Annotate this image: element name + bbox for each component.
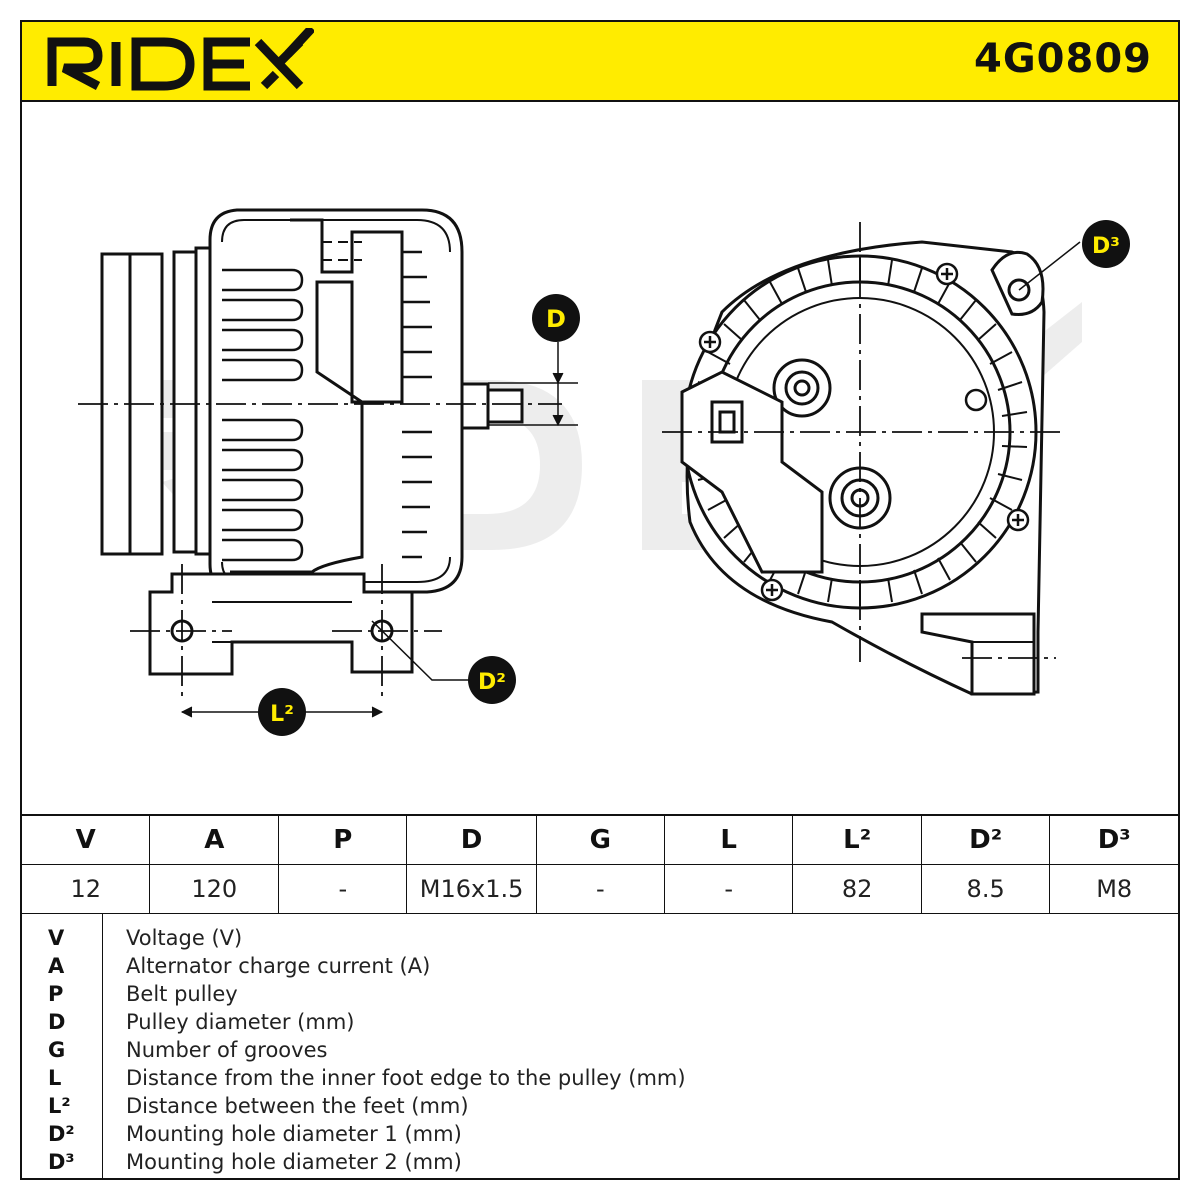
spec-header: P [278,814,408,865]
spec-table: V A P D G L L² D² D³ 12 120 - M16x1.5 - … [22,814,1178,914]
spec-header-row: V A P D G L L² D² D³ [22,814,1178,865]
legend-item: P Belt pulley [22,982,1178,1010]
alternator-drawing: D L² D² D³ [78,208,1130,736]
ridex-logo [47,28,314,91]
legend-key: D [48,1010,66,1034]
legend-desc: Belt pulley [126,982,238,1006]
legend: V Voltage (V) A Alternator charge curren… [22,914,1178,1180]
front-view [662,222,1081,696]
legend-desc: Voltage (V) [126,926,243,950]
legend-desc: Mounting hole diameter 2 (mm) [126,1150,462,1174]
spec-value: 120 [149,864,280,914]
spec-value: 82 [792,864,922,914]
spec-header: V [22,814,151,865]
legend-key: D² [48,1122,75,1146]
badge-d: D [532,294,580,342]
legend-key: G [48,1038,66,1062]
legend-key: L [48,1066,62,1090]
product-sheet: 4G0809 [20,20,1180,1180]
legend-key: A [48,954,65,978]
legend-desc: Alternator charge current (A) [126,954,431,978]
legend-item: L² Distance between the feet (mm) [22,1094,1178,1122]
legend-item: G Number of grooves [22,1038,1178,1066]
badge-d3: D³ [1082,220,1130,268]
legend-key: V [48,926,65,950]
legend-key: D³ [48,1150,75,1174]
spec-header: D [406,814,537,865]
spec-value: M16x1.5 [406,864,537,914]
svg-text:D³: D³ [1092,234,1120,259]
spec-value: M8 [1049,864,1178,914]
svg-text:D²: D² [478,670,506,695]
legend-divider [102,914,103,1180]
legend-item: V Voltage (V) [22,926,1178,954]
legend-key: L² [48,1094,71,1118]
spec-header: G [535,814,666,865]
spec-header: L [664,814,794,865]
spec-value-row: 12 120 - M16x1.5 - - 82 8.5 M8 [22,864,1178,914]
legend-desc: Distance from the inner foot edge to the… [126,1066,686,1090]
legend-desc: Pulley diameter (mm) [126,1010,355,1034]
svg-text:L²: L² [270,702,294,727]
badge-d2: D² [468,656,516,704]
spec-header: D² [920,814,1051,865]
spec-value: 8.5 [920,864,1051,914]
legend-item: D Pulley diameter (mm) [22,1010,1178,1038]
legend-item: A Alternator charge current (A) [22,954,1178,982]
spec-value: - [664,864,794,914]
legend-key: P [48,982,64,1006]
spec-header: L² [792,814,922,865]
spec-value: - [278,864,408,914]
part-number: 4G0809 [974,36,1152,82]
legend-desc: Mounting hole diameter 1 (mm) [126,1122,462,1146]
spec-header: A [149,814,280,865]
legend-item: L Distance from the inner foot edge to t… [22,1066,1178,1094]
side-view [78,208,578,718]
spec-value: - [535,864,666,914]
spec-header: D³ [1049,814,1178,865]
legend-desc: Distance between the feet (mm) [126,1094,469,1118]
legend-desc: Number of grooves [126,1038,328,1062]
legend-item: D² Mounting hole diameter 1 (mm) [22,1122,1178,1150]
badge-l2: L² [258,688,306,736]
svg-text:D: D [546,305,566,333]
legend-item: D³ Mounting hole diameter 2 (mm) [22,1150,1178,1178]
header-bar: 4G0809 [22,22,1178,102]
spec-value: 12 [22,864,151,914]
